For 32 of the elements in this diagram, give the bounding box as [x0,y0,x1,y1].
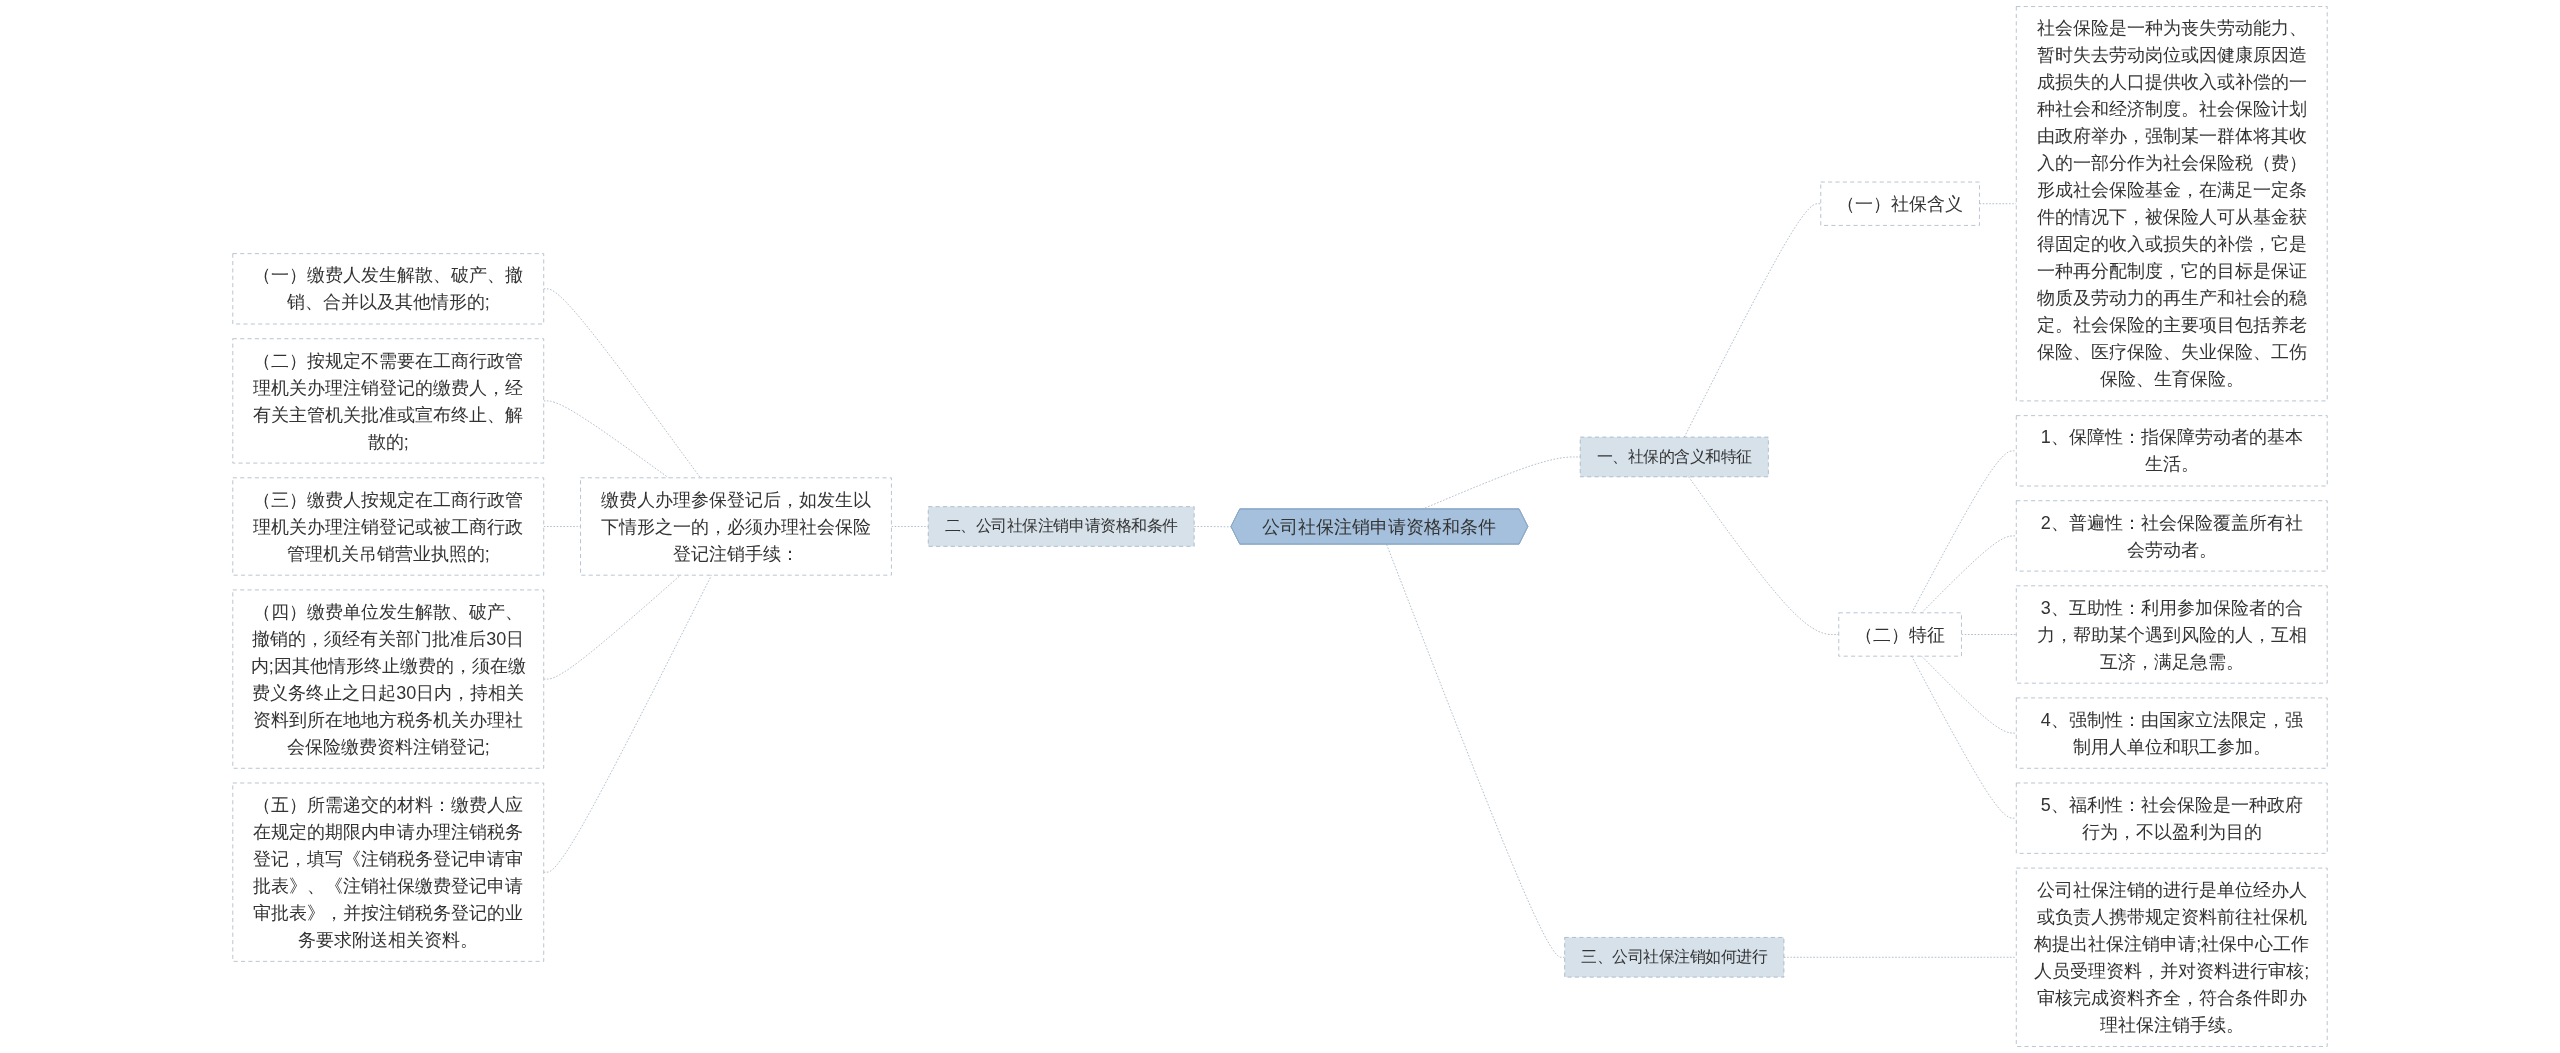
connector [1911,655,2017,819]
connector [543,288,701,479]
node-box: （二）特征 [1838,612,1962,657]
node-box: 3、互助性：利用参加保险者的合力，帮助某个遇到风险的人，互相互济，满足急需。 [2015,585,2328,684]
node-box: （五）所需递交的材料：缴费人应在规定的期限内申请办理注销税务登记，填写《注销税务登记申请审批表》、《注销社保缴费登记申请审批表》，并按注销税务登记的业务要求附送相关资料。 [232,782,545,962]
connector [543,574,712,873]
connector [891,526,929,527]
connector [1783,956,2017,958]
connector [1921,535,2017,614]
node-box: （四）缴费单位发生解散、破产、撤销的，须经有关部门批准后30日内;因其他情形终止缴费的，须在缴费义务终止之日起30日内，持相关资料到所在地地方税务机关办理社会保险缴费资料注销登记; [232,589,545,769]
connector [1911,450,2017,614]
connector [543,526,581,527]
node-box: 三、公司社保注销如何进行 [1564,937,1785,978]
connector [543,400,669,479]
node-box: 5、福利性：社会保险是一种政府行为，不以盈利为目的 [2015,782,2328,854]
connector [1921,655,2017,734]
connector [543,574,681,680]
node-box: 社会保险是一种为丧失劳动能力、暂时失去劳动岗位或因健康原因造成损失的人口提供收入或补偿的一种社会和经济制度。社会保险计划由政府举办，强制某一群体将其收入的一部分作为社会保险税（费）形成社会保险基金，在满足一定条件的情况下，被保险人可从基金获得固定的收入或损失的补偿，它是一种再分配制度，它的目标是保证物质及劳动力的再生产和社会的稳定。社会保险的主要项目包括养老保险、医疗保险、失业保险、工伤保险、生育保险。 [2015,6,2328,402]
node-box: 公司社保注销的进行是单位经办人或负责人携带规定资料前往社保机构提出社保注销申请;社保中心工作人员受理资料，并对资料进行审核;审核完成资料齐全，符合条件即办理社保注销手续。 [2015,867,2328,1047]
node-box: 缴费人办理参保登记后，如发生以下情形之一的，必须办理社会保险登记注销手续： [580,477,892,576]
node-box: （一）缴费人发生解散、破产、撤销、合并以及其他情形的; [232,253,545,325]
node-box: （一）社保含义 [1820,181,1980,226]
node-box: 一、社保的含义和特征 [1579,436,1769,478]
node-box: （三）缴费人按规定在工商行政管理机关办理注销登记或被工商行政管理机关吊销营业执照的; [232,477,545,576]
node-box: 二、公司社保注销申请资格和条件 [927,506,1195,547]
node-box: 1、保障性：指保障劳动者的基本生活。 [2015,415,2328,487]
node-box: 2、普遍性：社会保险覆盖所有社会劳动者。 [2015,500,2328,572]
connector [1979,203,2017,205]
node-box: （二）按规定不需要在工商行政管理机关办理注销登记的缴费人，经有关主管机关批准或宣布终止、解散的; [232,338,545,464]
connector [1683,203,1822,438]
node-box: 4、强制性：由国家立法限定，强制用人单位和职工参加。 [2015,697,2328,769]
connector [1961,634,2017,635]
